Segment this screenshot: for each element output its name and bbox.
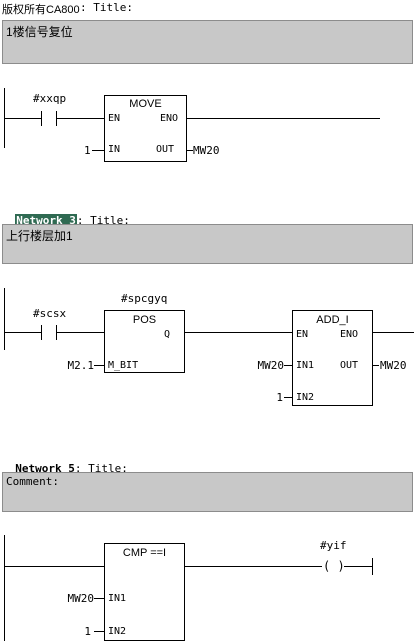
wire xyxy=(284,397,292,398)
wire xyxy=(92,150,104,151)
in1-operand[interactable]: MW20 xyxy=(67,592,95,605)
in-operand[interactable]: 1 xyxy=(84,144,91,157)
wire xyxy=(57,332,105,333)
network-header-3: Network 3: Title: xyxy=(2,201,130,227)
pin-q: Q xyxy=(163,329,170,340)
pin-out: OUT xyxy=(155,144,174,155)
block-title: POS xyxy=(132,314,157,326)
power-rail xyxy=(4,535,5,641)
block-title: ADD_I xyxy=(316,314,349,326)
in2-operand[interactable]: 1 xyxy=(84,625,91,638)
wire xyxy=(373,332,414,333)
comment-text: 1楼信号复位 xyxy=(6,25,73,39)
coil-operand[interactable]: #yif xyxy=(320,539,347,552)
wire xyxy=(94,365,104,366)
pin-in2: IN2 xyxy=(296,392,315,403)
pin-en: EN xyxy=(108,113,121,124)
contact-right-bar xyxy=(56,325,57,340)
wire xyxy=(373,365,379,366)
power-rail xyxy=(4,288,5,350)
contact-operand[interactable]: #scsx xyxy=(33,307,67,320)
pin-in: IN xyxy=(108,144,121,155)
contact-left-bar xyxy=(41,325,42,340)
out-operand[interactable]: MW20 xyxy=(380,359,407,372)
pin-m-bit: M_BIT xyxy=(108,360,139,371)
network-label[interactable]: Network 3 xyxy=(15,214,77,227)
pos-label[interactable]: #spcgyq xyxy=(121,292,168,305)
pin-in1: IN1 xyxy=(108,593,127,604)
network-header-5: Network 5: Title: xyxy=(2,449,128,475)
pin-out: OUT xyxy=(339,360,358,371)
contact-operand[interactable]: #xxqp xyxy=(33,92,67,105)
wire xyxy=(187,150,193,151)
pin-eno: ENO xyxy=(159,113,178,124)
contact-right-bar xyxy=(56,111,57,126)
wire xyxy=(94,598,104,599)
coil-symbol[interactable]: ( ) xyxy=(323,559,345,573)
network-title: : Title: xyxy=(76,214,130,227)
pin-en: EN xyxy=(296,329,309,340)
add-i-block[interactable]: ADD_I EN ENO IN1 OUT IN2 xyxy=(292,310,373,406)
in2-operand[interactable]: 1 xyxy=(276,391,283,404)
out-operand[interactable]: MW20 xyxy=(193,144,220,157)
network-comment-3[interactable]: 上行楼层加1 xyxy=(2,224,413,264)
cmp-block[interactable]: CMP ==I IN1 IN2 xyxy=(104,543,185,641)
wire xyxy=(4,566,105,567)
pin-in2: IN2 xyxy=(108,626,127,637)
wire xyxy=(185,566,322,567)
pin-in1: IN1 xyxy=(296,360,315,371)
pos-block[interactable]: POS Q M_BIT xyxy=(104,310,185,373)
wire xyxy=(57,118,105,119)
in1-operand[interactable]: MW20 xyxy=(257,359,285,372)
network-title: : Title: xyxy=(74,462,128,475)
wire xyxy=(4,332,42,333)
comment-text: Comment: xyxy=(6,475,59,488)
right-rail xyxy=(372,558,373,575)
wire xyxy=(284,365,292,366)
move-block[interactable]: MOVE EN ENO IN OUT xyxy=(104,95,187,162)
wire xyxy=(94,631,104,632)
block-title: MOVE xyxy=(129,98,162,110)
comment-text: 上行楼层加1 xyxy=(6,229,73,243)
network-comment-5[interactable]: Comment: xyxy=(2,472,413,512)
network-header-top: 版权所有CA800 : Title: xyxy=(2,1,133,40)
pin-eno: ENO xyxy=(339,329,358,340)
wire xyxy=(344,566,372,567)
wire xyxy=(187,118,380,119)
wire xyxy=(185,332,293,333)
network-comment-top[interactable]: 1楼信号复位 xyxy=(2,20,413,64)
watermark: 版权所有CA800 xyxy=(2,4,80,16)
contact-left-bar xyxy=(41,111,42,126)
network-label[interactable]: Network 5 xyxy=(15,462,75,475)
mbit-operand[interactable]: M2.1 xyxy=(67,359,95,372)
network-title: : Title: xyxy=(80,1,133,14)
wire xyxy=(4,118,42,119)
block-title: CMP ==I xyxy=(122,547,167,559)
